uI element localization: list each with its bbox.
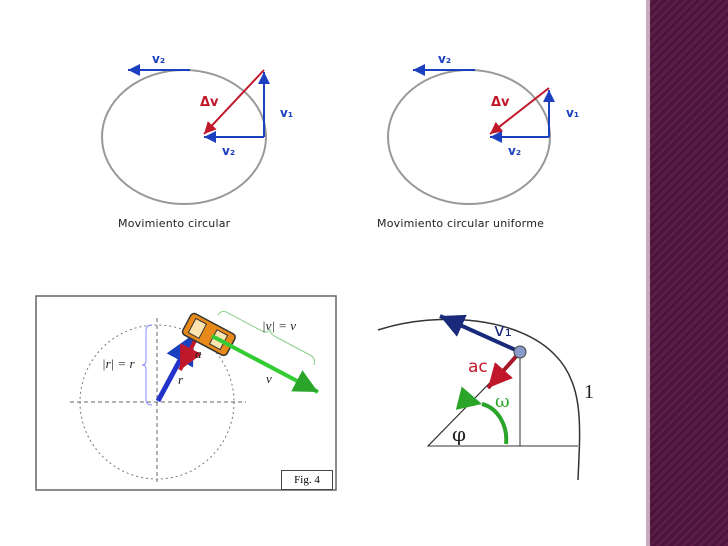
- caption-uniform: Movimiento circular uniforme: [377, 217, 545, 230]
- sidebar-edge: [646, 0, 650, 546]
- v1-label: v₁: [280, 106, 293, 120]
- particle-dot: [513, 345, 527, 359]
- panel-circular-motion: v₂ Δv v₁ v₂: [101, 52, 293, 205]
- dv-arrow: [203, 69, 265, 135]
- dv-label: Δv: [491, 95, 510, 110]
- v2-bottom-label: v₂: [222, 144, 235, 158]
- velocity-vector: [211, 334, 319, 394]
- velocity-arrow: [439, 314, 521, 354]
- dv-label: Δv: [200, 95, 219, 110]
- v-brace: [217, 310, 315, 366]
- panel-uniform-circular-motion: v₂ Δv v₁ v₂: [387, 52, 579, 205]
- v1-label: v₁: [566, 106, 579, 120]
- centripetal-arrow: [486, 350, 522, 390]
- a-label: a: [195, 346, 202, 361]
- dv-arrow: [489, 87, 550, 135]
- arc-curve: [377, 318, 581, 481]
- phi-label: φ: [452, 422, 466, 446]
- caption-circular: Movimiento circular: [118, 217, 231, 230]
- omega-arc-arrow: [455, 386, 509, 445]
- v-magnitude-label: |v| = v: [262, 318, 296, 333]
- panel-angular: v₁ ac ω φ 1: [377, 314, 594, 481]
- decorative-sidebar: [650, 0, 728, 546]
- r-magnitude-label: |r| = r: [102, 356, 135, 371]
- fig4-label: Fig. 4: [281, 470, 333, 490]
- ac-label: ac: [468, 357, 488, 377]
- omega-label: ω: [495, 391, 510, 412]
- one-label: 1: [584, 381, 594, 403]
- r-label: r: [178, 372, 184, 387]
- r-brace: [141, 324, 153, 406]
- v-label: v: [266, 371, 272, 386]
- v2-top-label: v₂: [438, 52, 451, 66]
- v1-label: v₁: [494, 320, 512, 341]
- v2-top-label: v₂: [152, 52, 165, 66]
- v2-bottom-label: v₂: [508, 144, 521, 158]
- panel-fig4: |v| = v |r| = r a r v: [35, 295, 337, 491]
